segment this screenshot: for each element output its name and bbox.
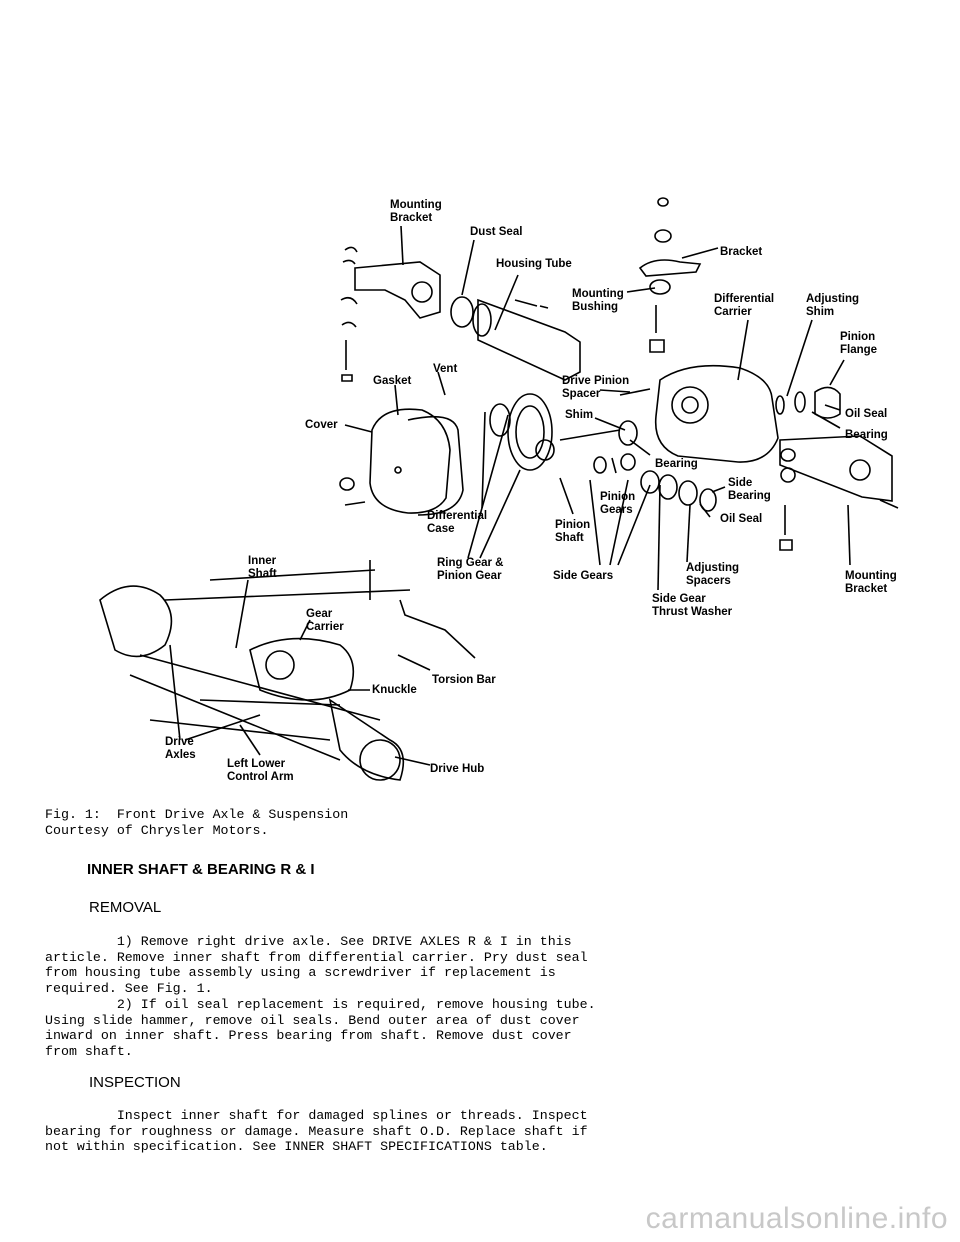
- inspection-heading: INSPECTION: [89, 1074, 181, 1091]
- inspection-text: Inspect inner shaft for damaged splines …: [45, 1108, 588, 1155]
- section-title: INNER SHAFT & BEARING R & I: [87, 861, 315, 878]
- removal-text: 1) Remove right drive axle. See DRIVE AX…: [45, 934, 596, 1059]
- label-bearing-mid: Bearing: [655, 458, 698, 470]
- label-vent: Vent: [433, 363, 457, 375]
- removal-heading: REMOVAL: [89, 899, 162, 916]
- label-dust-seal: Dust Seal: [470, 226, 522, 238]
- label-torsion-bar: Torsion Bar: [432, 674, 496, 686]
- watermark: carmanualsonline.info: [645, 1202, 948, 1235]
- label-side-gears: Side Gears: [553, 570, 613, 582]
- label-housing-tube: Housing Tube: [496, 258, 572, 270]
- figure-caption: Fig. 1: Front Drive Axle & Suspension Co…: [45, 807, 348, 838]
- label-knuckle: Knuckle: [372, 684, 417, 696]
- caption-line-1: Fig. 1: Front Drive Axle & Suspension: [45, 807, 349, 822]
- label-drive-hub: Drive Hub: [430, 763, 484, 775]
- label-gasket: Gasket: [373, 375, 412, 387]
- label-bearing-right: Bearing: [845, 429, 888, 441]
- label-oil-seal-right: Oil Seal: [845, 408, 887, 420]
- label-cover: Cover: [305, 419, 338, 431]
- caption-line-2: Courtesy of Chrysler Motors.: [45, 822, 269, 838]
- label-bracket: Bracket: [720, 246, 762, 258]
- label-oil-seal-mid: Oil Seal: [720, 513, 762, 525]
- label-ring-gear: Ring Gear &Pinion Gear: [437, 557, 503, 582]
- label-shim: Shim: [565, 409, 593, 421]
